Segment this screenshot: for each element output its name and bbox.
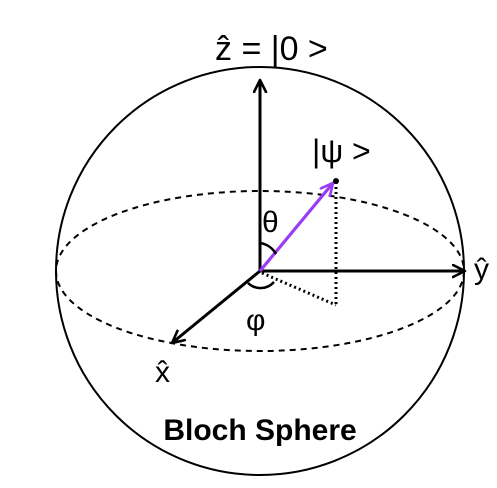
projection-horizontal-line [261, 271, 337, 307]
phi-arc [247, 281, 275, 290]
state-label: |ψ > [312, 133, 371, 169]
theta-arc [259, 241, 278, 255]
phi-label: φ [246, 304, 265, 337]
x-axis-arrow [172, 269, 261, 343]
diagram-title: Bloch Sphere [163, 414, 356, 447]
theta-label: θ [262, 206, 279, 239]
y-axis-label: ŷ [474, 253, 489, 286]
state-vector-arrow [258, 183, 333, 273]
z-axis-label: ẑ = |0 > [215, 30, 328, 68]
x-axis-label: x̂ [155, 356, 170, 389]
state-point [333, 178, 339, 184]
